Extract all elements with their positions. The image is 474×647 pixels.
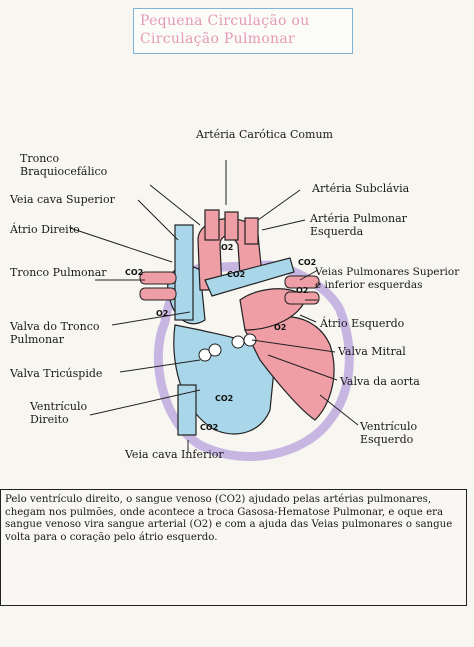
co2-marker-ventricle: CO2 bbox=[215, 394, 234, 403]
label-atrio-direito: Átrio Direito bbox=[10, 223, 80, 236]
co2-marker-ivc: CO2 bbox=[200, 423, 219, 432]
pointer-lines bbox=[69, 160, 359, 452]
o2-marker-left-ventricle: O2 bbox=[274, 323, 287, 332]
label-veia-cava-superior: Veia cava Superior bbox=[10, 193, 115, 206]
o2-marker-veins: O2 bbox=[296, 286, 309, 295]
label-valva-mitral: Valva Mitral bbox=[338, 345, 406, 358]
label-veia-cava-inferior: Veia cava Inferior bbox=[125, 448, 224, 461]
superior-vena-cava-shape bbox=[174, 224, 194, 321]
pulmonary-trunk-shape bbox=[204, 257, 295, 297]
label-ventriculo-direito: Ventrículo Direito bbox=[30, 400, 88, 426]
label-arteria-subclavia: Artéria Subclávia bbox=[312, 182, 410, 195]
label-tronco-pulmonar: Tronco Pulmonar bbox=[10, 266, 107, 279]
brachiocephalic-shape bbox=[204, 209, 220, 241]
co2-marker-pulmonary: CO2 bbox=[227, 270, 246, 279]
label-valva-aorta: Valva da aorta bbox=[340, 375, 420, 388]
valve-3 bbox=[231, 335, 245, 349]
explanation-box: Pelo ventrículo direito, o sangue venoso… bbox=[0, 489, 467, 606]
mitral-valve bbox=[243, 333, 257, 347]
label-atrio-esquerdo: Átrio Esquerdo bbox=[320, 317, 405, 330]
label-valva-tricuspide: Valva Tricúspide bbox=[10, 367, 103, 380]
title-box: Pequena Circulação ou Circulação Pulmona… bbox=[133, 8, 353, 54]
label-valva-tronco-pulmonar: Valva do Tronco Pulmonar bbox=[10, 320, 100, 346]
label-arteria-pulmonar-esquerda: Artéria Pulmonar Esquerda bbox=[310, 212, 407, 238]
right-pulmonary-vessel-1 bbox=[139, 271, 177, 285]
label-arteria-carotica: Artéria Carótica Comum bbox=[196, 128, 333, 141]
page-title: Pequena Circulação ou Circulação Pulmona… bbox=[140, 13, 310, 47]
carotid-shape bbox=[224, 211, 239, 241]
co2-marker-tronco: CO2 bbox=[125, 268, 144, 277]
o2-marker-aorta: O2 bbox=[221, 243, 234, 252]
explanation-text: Pelo ventrículo direito, o sangue venoso… bbox=[5, 494, 453, 543]
valve-2 bbox=[208, 343, 222, 357]
label-veias-pulmonares: Veias Pulmonares Superior e inferior esq… bbox=[315, 266, 460, 291]
inferior-vena-cava-shape bbox=[177, 384, 197, 436]
subclavian-shape bbox=[244, 217, 259, 245]
label-tronco-braquiocefalico: Tronco Braquiocefálico bbox=[20, 152, 108, 178]
label-ventriculo-esquerdo: Ventrículo Esquerdo bbox=[360, 420, 418, 446]
left-pulmonary-vein-1 bbox=[284, 275, 320, 289]
right-pulmonary-vessel-2 bbox=[139, 287, 177, 301]
left-pulmonary-vein-2 bbox=[284, 291, 320, 305]
co2-marker-left-pulmonary: CO2 bbox=[298, 258, 317, 267]
o2-marker-right: O2 bbox=[156, 309, 169, 318]
